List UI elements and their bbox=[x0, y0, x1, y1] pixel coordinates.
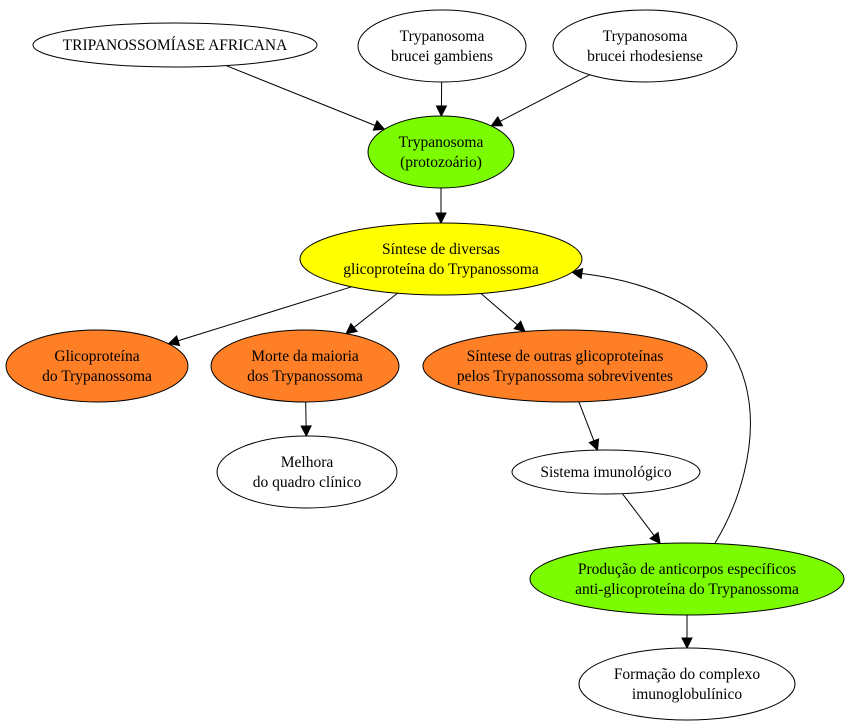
node-ellipse bbox=[578, 647, 796, 721]
node-producao: Produção de anticorpos específicos anti-g… bbox=[529, 542, 845, 616]
edge-line bbox=[499, 74, 590, 122]
node-morte: Morte da maioria dos Trypanossoma bbox=[210, 329, 400, 403]
node-ellipse bbox=[299, 222, 583, 296]
node-label-line: pelos Trypanossoma sobreviventes bbox=[457, 368, 673, 385]
node-label-line: Sistema imunológico bbox=[540, 464, 672, 481]
edge-sintese-diversas-to-glicoproteina bbox=[167, 286, 352, 347]
arrowhead-icon bbox=[300, 425, 312, 438]
node-label-line: dos Trypanossoma bbox=[247, 368, 363, 385]
edge-sintese-diversas-to-morte bbox=[345, 292, 398, 335]
arrowhead-icon bbox=[490, 115, 504, 127]
node-ellipse bbox=[422, 329, 708, 403]
node-ellipse bbox=[529, 542, 845, 616]
node-label-line: Formação do complexo bbox=[614, 666, 761, 683]
arrowhead-icon bbox=[588, 438, 600, 452]
node-sintese-outras: Síntese de outras glicoproteínas pelos Tr… bbox=[422, 329, 708, 403]
node-label-line: brucei gambiens bbox=[391, 48, 493, 65]
arrowhead-icon bbox=[345, 322, 358, 335]
node-label-line: Síntese de outras glicoproteínas bbox=[467, 348, 664, 365]
node-ellipse bbox=[210, 329, 400, 403]
node-label-line: Melhora bbox=[281, 454, 334, 471]
edges-layer bbox=[167, 65, 751, 650]
node-sistema: Sistema imunológico bbox=[511, 449, 701, 495]
node-label-line: Trypanosoma bbox=[603, 28, 688, 45]
node-rhodesiense: Trypanosoma brucei rhodesiense bbox=[552, 9, 738, 83]
node-label-line: (protozoário) bbox=[400, 154, 482, 171]
node-label-line: Morte da maioria bbox=[251, 348, 359, 365]
arrowhead-icon bbox=[435, 212, 447, 225]
edge-rhodesiense-to-trypanosoma bbox=[490, 74, 590, 127]
node-melhora: Melhora do quadro clínico bbox=[216, 435, 398, 509]
arrowhead-icon bbox=[681, 637, 693, 650]
edge-line bbox=[177, 286, 352, 342]
edge-sistema-to-producao bbox=[622, 493, 661, 545]
node-ellipse bbox=[5, 329, 189, 403]
edge-line bbox=[622, 493, 655, 536]
node-label-line: TRIPANOSSOMÍASE AFRICANA bbox=[63, 37, 288, 54]
node-ellipse bbox=[216, 435, 398, 509]
edge-producao-to-sintese-diversas bbox=[570, 267, 751, 544]
edge-line bbox=[353, 292, 398, 328]
edge-sintese-diversas-to-sintese-outras bbox=[480, 293, 526, 333]
arrowhead-icon bbox=[167, 335, 181, 347]
node-sintese-diversas: Síntese de diversas glicoproteína do Tryp… bbox=[299, 222, 583, 296]
node-label-line: Síntese de diversas bbox=[382, 241, 500, 258]
edge-tripanossomiase-to-trypanosoma bbox=[225, 65, 386, 131]
node-label-line: do Trypanossoma bbox=[42, 368, 152, 385]
node-label-line: Glicoproteína bbox=[54, 348, 139, 365]
node-formacao: Formação do complexo imunoglobulínico bbox=[578, 647, 796, 721]
nodes-layer: TRIPANOSSOMÍASE AFRICANA Trypanosoma bruce… bbox=[5, 9, 845, 721]
node-label-line: glicoproteína do Trypanossoma bbox=[343, 261, 539, 278]
node-trypanosoma: Trypanosoma (protozoário) bbox=[367, 115, 515, 189]
node-label-line: imunoglobulínico bbox=[632, 686, 742, 703]
arrowhead-icon bbox=[570, 267, 584, 280]
node-ellipse bbox=[552, 9, 738, 83]
arrowhead-icon bbox=[372, 119, 386, 131]
edge-line bbox=[581, 273, 751, 544]
node-ellipse bbox=[367, 115, 515, 189]
node-label-line: Trypanosoma bbox=[400, 28, 485, 45]
edge-line bbox=[225, 65, 376, 126]
arrowhead-icon bbox=[513, 320, 526, 333]
node-tripanossomiase: TRIPANOSSOMÍASE AFRICANA bbox=[32, 22, 318, 68]
edge-sintese-outras-to-sistema bbox=[578, 401, 600, 452]
node-ellipse bbox=[357, 9, 527, 83]
edge-producao-to-formacao bbox=[681, 615, 693, 650]
node-ellipse bbox=[32, 22, 318, 68]
node-gambiens: Trypanosoma brucei gambiens bbox=[357, 9, 527, 83]
node-label-line: do quadro clínico bbox=[253, 474, 362, 491]
edge-gambiens-to-trypanosoma bbox=[435, 81, 448, 118]
edge-trypanosoma-to-sintese-diversas bbox=[435, 188, 447, 225]
edge-morte-to-melhora bbox=[300, 401, 312, 438]
arrowhead-icon bbox=[435, 105, 448, 118]
edge-line bbox=[480, 293, 518, 326]
node-label-line: anti-glicoproteína do Trypanossoma bbox=[575, 581, 799, 598]
arrowhead-icon bbox=[649, 531, 661, 545]
node-ellipse bbox=[511, 449, 701, 495]
node-label-line: brucei rhodesiense bbox=[587, 48, 703, 65]
node-label-line: Produção de anticorpos específicos bbox=[578, 561, 796, 578]
edge-line bbox=[578, 401, 595, 441]
node-glicoproteina: Glicoproteína do Trypanossoma bbox=[5, 329, 189, 403]
node-label-line: Trypanosoma bbox=[399, 134, 484, 151]
